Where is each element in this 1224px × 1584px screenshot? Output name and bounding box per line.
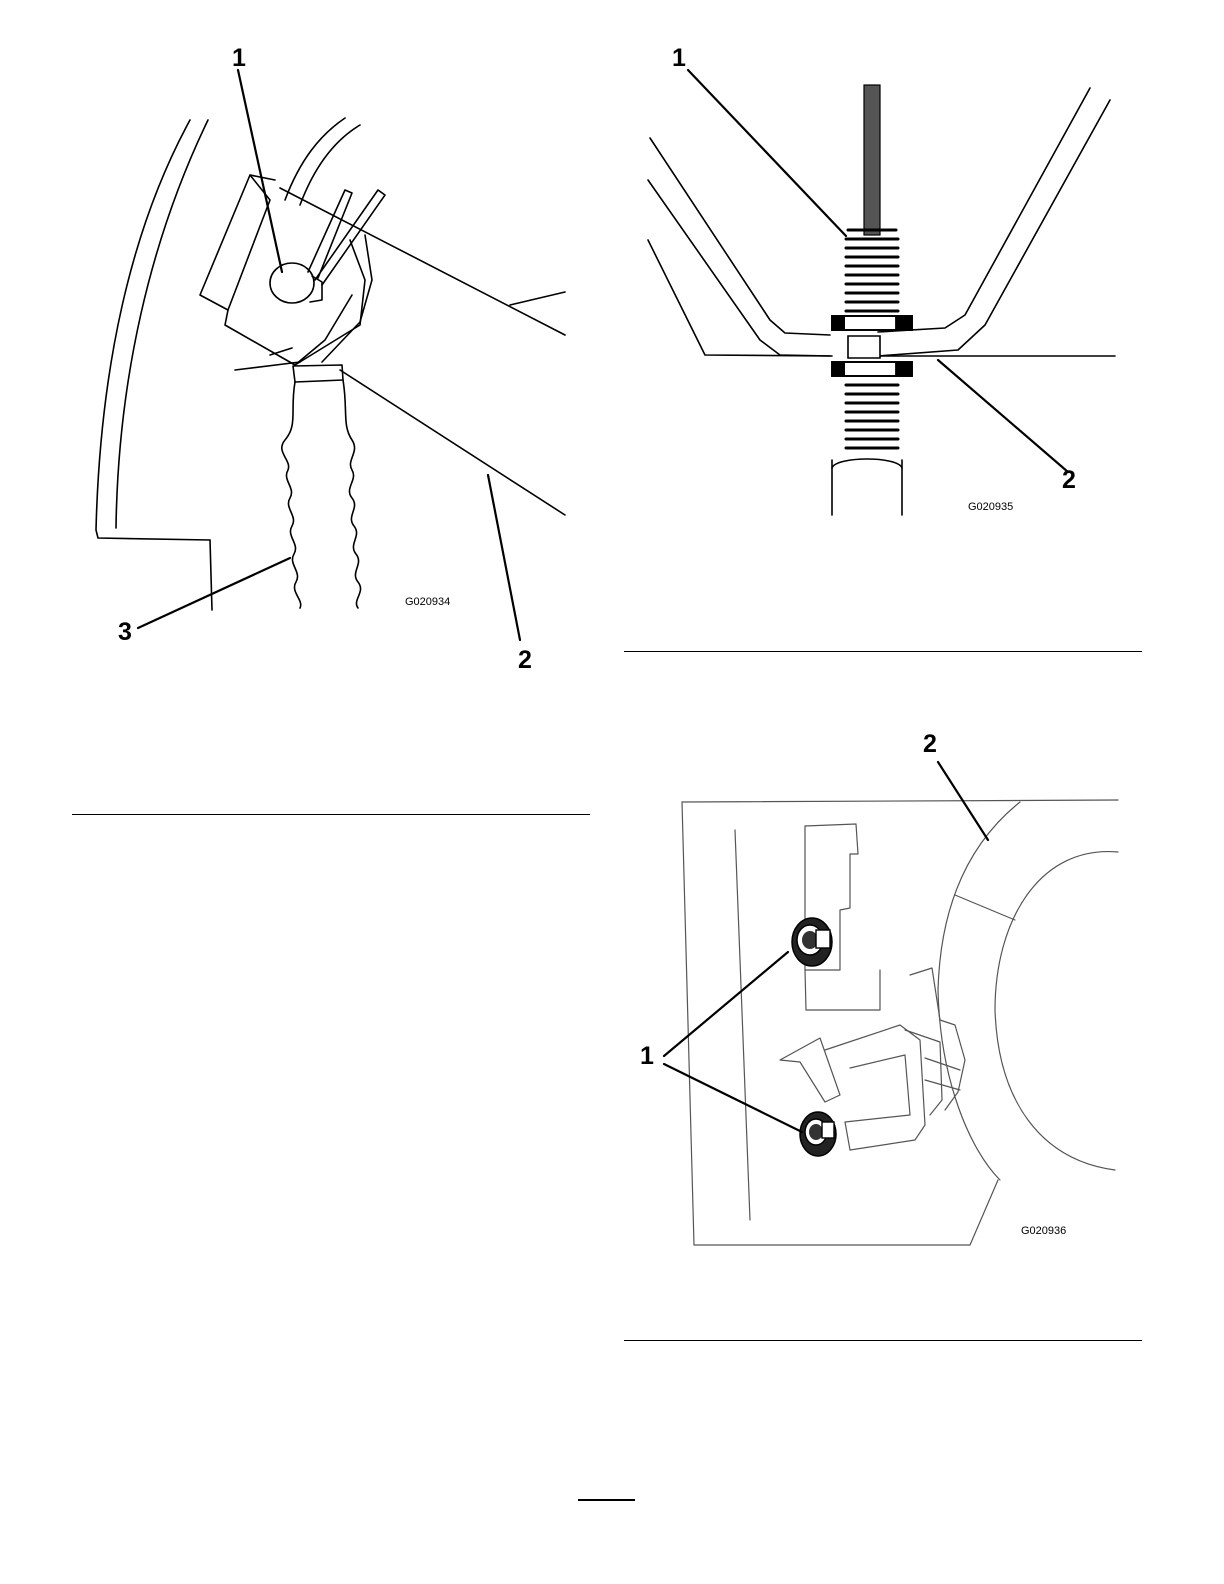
figure-id-label: G020935 bbox=[968, 502, 1013, 513]
callout-label: 2 bbox=[923, 732, 937, 757]
lower-flange-nut bbox=[800, 1112, 836, 1156]
callout-label: 2 bbox=[1062, 468, 1076, 493]
section-divider bbox=[624, 651, 1142, 652]
figure-id-label: G020936 bbox=[1021, 1226, 1066, 1237]
upper-flange-nut bbox=[792, 918, 832, 966]
section-divider bbox=[72, 814, 590, 815]
figure-g020935-drawing bbox=[620, 40, 1140, 540]
footer-rule bbox=[578, 1499, 635, 1501]
figure-g020934: 1 2 3 G020934 bbox=[60, 40, 600, 680]
figure-g020936-drawing bbox=[620, 720, 1140, 1280]
callout-label: 3 bbox=[118, 620, 132, 645]
lower-nut bbox=[832, 362, 912, 376]
section-divider bbox=[624, 1340, 1142, 1341]
callout-label: 2 bbox=[518, 648, 532, 673]
figure-g020934-drawing bbox=[60, 40, 600, 680]
figure-id-label: G020934 bbox=[405, 597, 450, 608]
rod bbox=[864, 85, 880, 235]
figure-g020936: 2 1 G020936 bbox=[620, 720, 1140, 1280]
figure-g020935: 1 2 G020935 bbox=[620, 40, 1140, 540]
callout-label: 1 bbox=[640, 1044, 654, 1069]
callout-label: 1 bbox=[672, 46, 686, 71]
callout-label: 1 bbox=[232, 46, 246, 71]
upper-nut bbox=[832, 316, 912, 330]
